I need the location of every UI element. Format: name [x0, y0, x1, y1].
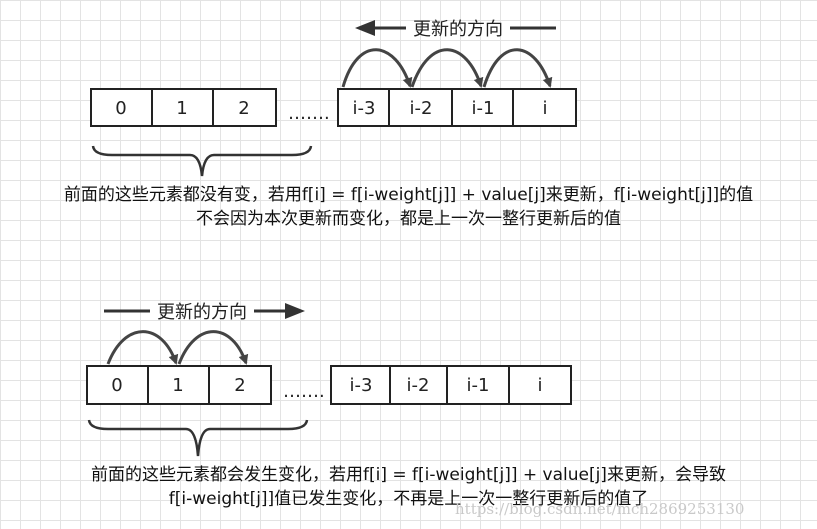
- bottom-direction-label: 更新的方向: [157, 302, 247, 323]
- bottom-cell-i: [508, 365, 572, 405]
- bottom-curved-arrows: [106, 330, 249, 365]
- top-cell-i-3: [337, 88, 390, 127]
- top-curve-arrow-2: [410, 48, 484, 88]
- watermark: https://blog.csdn.net/mch2869253130: [455, 500, 745, 518]
- bottom-cell-i-1: [446, 365, 510, 405]
- bottom-cell-label-i-3: i-3: [350, 375, 373, 396]
- top-cell-label-1: 1: [176, 98, 187, 119]
- top-cell-i: [512, 88, 577, 127]
- bottom-caption: 前面的这些元素都会发生变化，若用f[i] = f[i-weight[j]] + …: [0, 463, 817, 511]
- bottom-curve-arrow-2: [177, 330, 249, 365]
- top-cell-label-0: 0: [115, 98, 126, 119]
- bottom-cell-label-i-1: i-1: [467, 375, 490, 396]
- top-cell-label-i-2: i-2: [410, 98, 433, 119]
- bottom-cell-i-2: [389, 365, 448, 405]
- top-curve-arrow-3: [482, 48, 553, 88]
- bottom-array-right: i-3 i-2 i-1 i: [330, 365, 572, 405]
- top-cell-label-i-3: i-3: [353, 98, 376, 119]
- top-cell-2: [212, 88, 277, 127]
- bottom-cell-label-1: 1: [172, 375, 183, 396]
- bottom-cell-2: [208, 365, 272, 405]
- top-curved-arrows: [341, 48, 553, 88]
- bottom-cell-label-i-2: i-2: [407, 375, 430, 396]
- top-caption: 前面的这些元素都没有变，若用f[i] = f[i-weight[j]] + va…: [0, 183, 817, 231]
- bottom-cell-i-3: [330, 365, 391, 405]
- top-caption-line-1: 前面的这些元素都没有变，若用f[i] = f[i-weight[j]] + va…: [63, 185, 754, 205]
- top-direction-label: 更新的方向: [413, 19, 503, 40]
- bottom-ellipsis: …….: [283, 381, 325, 402]
- bottom-cell-label-0: 0: [111, 375, 122, 396]
- top-array-right: i-3 i-2 i-1 i: [337, 88, 577, 127]
- top-cell-label-2: 2: [238, 98, 249, 119]
- bottom-direction-indicator: 更新的方向: [104, 302, 305, 323]
- top-cell-i-1: [451, 88, 514, 127]
- bottom-curve-arrow-1: [106, 330, 179, 365]
- bottom-cell-label-i: i: [537, 375, 542, 396]
- top-direction-arrow-left-icon: [355, 20, 375, 36]
- top-curve-arrow-1: [341, 48, 413, 88]
- bottom-array-left: 0 1 2: [86, 365, 272, 405]
- bottom-caption-line-1: 前面的这些元素都会发生变化，若用f[i] = f[i-weight[j]] + …: [91, 465, 726, 485]
- top-caption-line-2: 不会因为本次更新而变化，都是上一次一整行更新后的值: [196, 209, 621, 229]
- top-direction-indicator: 更新的方向: [355, 19, 556, 40]
- bottom-caption-line-2: f[i-weight[j]]值已发生变化，不再是上一次一整行更新后的值了: [168, 489, 649, 509]
- top-cell-label-i-1: i-1: [472, 98, 495, 119]
- top-ellipsis: …….: [288, 103, 330, 124]
- top-array-left: 0 1 2: [90, 88, 277, 127]
- bottom-direction-arrow-right-icon: [285, 303, 305, 319]
- bottom-cell-label-2: 2: [234, 375, 245, 396]
- bottom-curly-brace: [87, 419, 309, 457]
- top-cell-label-i: i: [542, 98, 547, 119]
- top-curly-brace: [91, 145, 313, 177]
